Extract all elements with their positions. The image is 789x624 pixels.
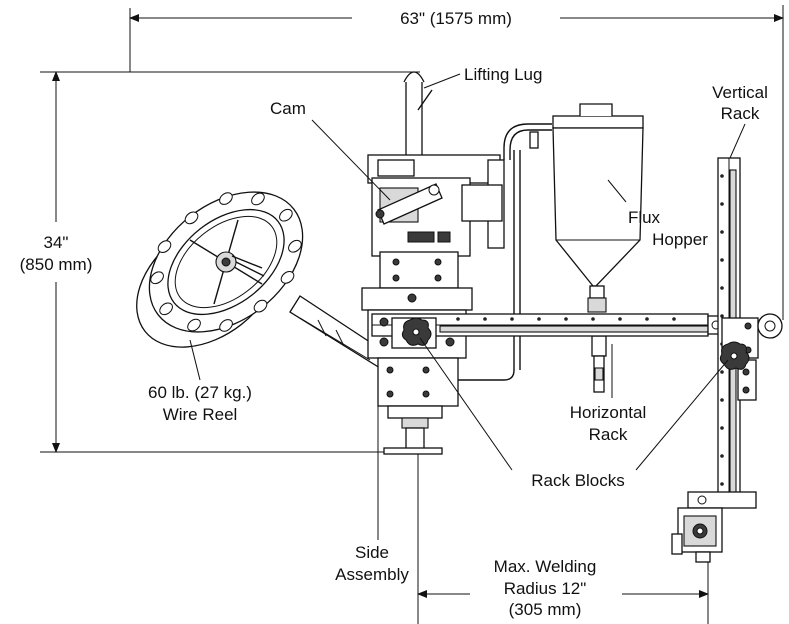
height-label-line1: 34"	[44, 233, 69, 252]
horizontal-rack-label-line2: Rack	[589, 425, 628, 444]
flux-hopper	[458, 103, 644, 393]
vertical-rack-label-line2: Rack	[721, 104, 760, 123]
vertical-rack-label-line1: Vertical	[712, 83, 768, 102]
rack-hole	[720, 426, 724, 430]
rack-hole	[645, 317, 649, 321]
vertical-rack	[671, 157, 783, 563]
side-assembly-label-line2: Assembly	[335, 565, 409, 584]
cam	[377, 183, 443, 225]
rack-hole	[720, 482, 724, 486]
rack-hole	[564, 317, 568, 321]
horizontal-rack-label-line1: Horizontal	[570, 403, 647, 422]
flux-hopper-label-line1: Flux	[628, 208, 661, 227]
callout-labels: Lifting Lug Cam Vertical Rack Flux Hoppe…	[148, 65, 768, 584]
rack-block-horizontal	[379, 317, 455, 349]
side-assembly-label-line1: Side	[355, 543, 389, 562]
overall-height-dimension: 34" (850 mm)	[20, 71, 420, 453]
wire-reel-label-line1: 60 lb. (27 kg.)	[148, 383, 252, 402]
radius-label-line1: Max. Welding	[494, 557, 597, 576]
rack-block-vertical	[719, 341, 750, 370]
rack-hole	[483, 317, 487, 321]
rack-hole	[720, 258, 724, 262]
main-body	[361, 71, 505, 455]
welding-radius-dimension: Max. Welding Radius 12" (305 mm)	[417, 440, 709, 624]
radius-label-line3: (305 mm)	[509, 600, 582, 619]
rack-hole	[618, 317, 622, 321]
leader-lines	[189, 73, 746, 540]
rack-hole	[720, 370, 724, 374]
rack-hole	[591, 317, 595, 321]
rack-hole	[720, 174, 724, 178]
rack-hole	[537, 317, 541, 321]
flux-hopper-label-line2: Hopper	[652, 230, 708, 249]
side-assembly	[405, 427, 425, 451]
rack-hole	[510, 317, 514, 321]
rack-hole	[720, 202, 724, 206]
rack-hole	[672, 317, 676, 321]
rack-hole	[720, 314, 724, 318]
lifting-lug	[405, 79, 423, 161]
overall-width-dimension: 63" (1575 mm)	[129, 5, 784, 320]
cam-label: Cam	[270, 99, 306, 118]
rack-hole	[720, 454, 724, 458]
wire-reel	[136, 191, 386, 369]
overall-width-label: 63" (1575 mm)	[400, 9, 512, 28]
height-label-line2: (850 mm)	[20, 255, 93, 274]
rack-hole	[720, 230, 724, 234]
radius-label-line2: Radius 12"	[504, 579, 587, 598]
rack-blocks-label: Rack Blocks	[531, 471, 625, 490]
rack-hole	[456, 317, 460, 321]
rack-hole	[720, 286, 724, 290]
lifting-lug-label: Lifting Lug	[464, 65, 542, 84]
wire-reel-label-line2: Wire Reel	[163, 405, 238, 424]
rack-hole	[720, 398, 724, 402]
